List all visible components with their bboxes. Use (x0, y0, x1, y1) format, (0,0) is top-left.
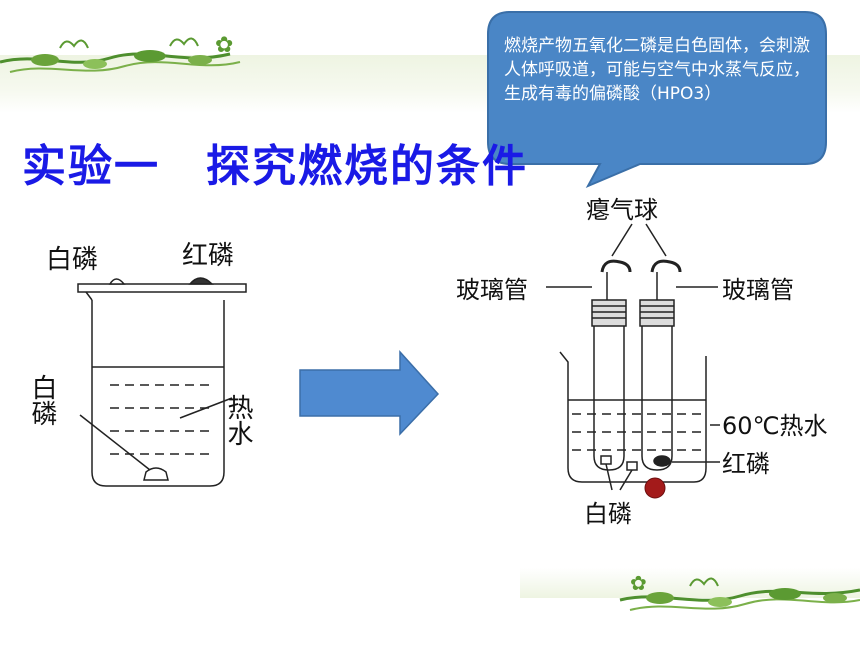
label-balloon: 瘪气球 (586, 196, 658, 224)
callout-bubble (487, 11, 827, 189)
label-glass-tube-left: 玻璃管 (456, 276, 528, 304)
label-glass-tube-right: 玻璃管 (722, 276, 794, 304)
svg-text:✿: ✿ (630, 571, 647, 595)
test-tube-apparatus (546, 223, 720, 491)
callout-text: 燃烧产物五氧化二磷是白色固体，会刺激人体呼吸道，可能与空气中水蒸气反应，生成有毒… (504, 36, 810, 104)
label-red-phosphorus: 红磷 (722, 450, 770, 478)
label-hot-water: 热水 (223, 394, 253, 446)
label-white-phosphorus: 白磷 (584, 500, 632, 528)
slide-title: 实验一 探究燃烧的条件 (22, 141, 528, 192)
label-red-phosphorus-top: 红磷 (182, 241, 234, 271)
svg-text:✿: ✿ (215, 33, 233, 58)
beaker-diagram (77, 277, 247, 487)
transition-arrow (299, 350, 440, 436)
floral-ornament-top: ✿ (0, 33, 241, 73)
red-marker-dot (644, 477, 666, 499)
label-hot-water-60: 60℃热水 (722, 412, 828, 440)
label-white-phosphorus-side: 白磷 (27, 374, 57, 426)
label-white-phosphorus-top: 白磷 (46, 245, 98, 275)
floral-ornament-bottom: ✿ (619, 571, 860, 611)
